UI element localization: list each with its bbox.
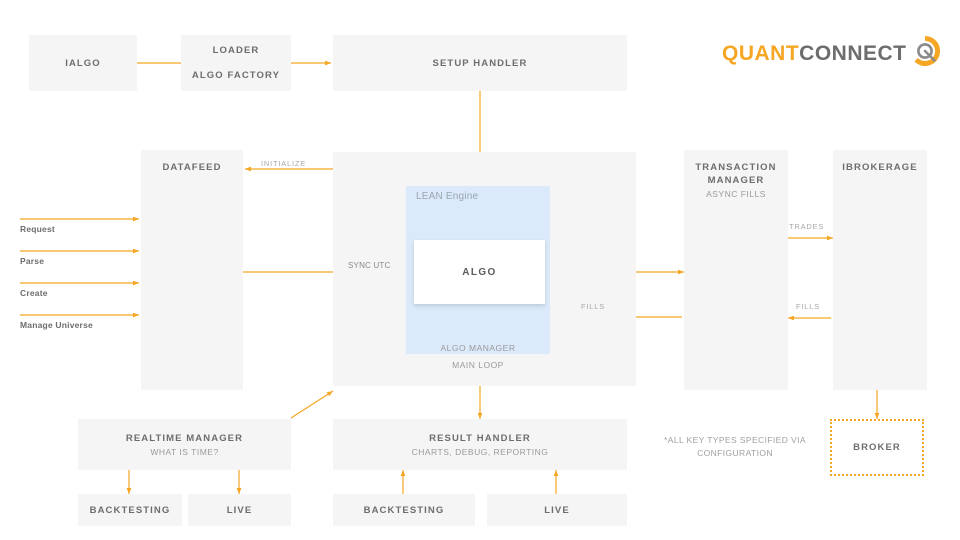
edge-realtime-to-engine [290, 390, 334, 419]
node-algo-title: ALGO [462, 266, 497, 278]
edge-label-fills-brokerage: FILLS [796, 302, 821, 311]
node-transaction-manager[interactable]: TRANSACTION MANAGER ASYNC FILLS [684, 150, 788, 390]
edge-label-fills-transaction: FILLS [581, 302, 606, 311]
node-datafeed[interactable]: DATAFEED [141, 150, 243, 390]
node-realtime-live[interactable]: LIVE [188, 494, 291, 526]
input-label-request: Request [20, 224, 55, 234]
quantconnect-mark-icon [910, 35, 940, 71]
node-result-backtesting[interactable]: BACKTESTING [333, 494, 475, 526]
node-result-live[interactable]: LIVE [487, 494, 627, 526]
node-realtime-backtesting-title: BACKTESTING [89, 504, 171, 516]
input-label-parse: Parse [20, 256, 45, 266]
node-result-handler-title: RESULT HANDLER [429, 432, 531, 444]
node-result-handler[interactable]: RESULT HANDLER CHARTS, DEBUG, REPORTING [333, 419, 627, 470]
logo-quant-text: QUANT [722, 42, 800, 65]
node-ibrokerage[interactable]: IBROKERAGE [833, 150, 927, 390]
main-loop-label: MAIN LOOP [452, 360, 504, 370]
node-loader-algo-factory[interactable]: LOADER ALGO FACTORY [181, 35, 291, 91]
node-setup-handler-title: SETUP HANDLER [432, 57, 528, 69]
node-algo-factory-title: ALGO FACTORY [191, 70, 281, 81]
footnote-text: *ALL KEY TYPES SPECIFIED VIA CONFIGURATI… [664, 435, 806, 458]
node-ialgo[interactable]: IALGO [29, 35, 137, 91]
node-broker-title: BROKER [853, 442, 901, 453]
lean-engine-label: LEAN Engine [416, 191, 479, 202]
node-realtime-manager-title: REALTIME MANAGER [125, 432, 244, 444]
node-setup-handler[interactable]: SETUP HANDLER [333, 35, 627, 91]
node-broker[interactable]: BROKER [830, 419, 924, 476]
node-ibrokerage-title: IBROKERAGE [842, 162, 918, 173]
input-label-create: Create [20, 288, 48, 298]
node-realtime-manager-sub: WHAT IS TIME? [150, 446, 219, 457]
node-ialgo-title: IALGO [65, 57, 101, 69]
quantconnect-logo: QUANTCONNECT [722, 35, 940, 71]
node-result-live-title: LIVE [544, 504, 570, 516]
edge-label-sync-utc: SYNC UTC [348, 261, 391, 270]
node-loader-title: LOADER [212, 45, 260, 56]
node-datafeed-title: DATAFEED [162, 162, 222, 173]
node-realtime-manager[interactable]: REALTIME MANAGER WHAT IS TIME? [78, 419, 291, 470]
logo-wordmark: QUANTCONNECT [722, 43, 907, 64]
node-realtime-backtesting[interactable]: BACKTESTING [78, 494, 182, 526]
input-label-manage-universe: Manage Universe [20, 320, 93, 330]
node-result-handler-sub: CHARTS, DEBUG, REPORTING [411, 446, 549, 457]
edge-label-trades: TRADES [789, 222, 825, 231]
node-result-backtesting-title: BACKTESTING [363, 504, 445, 516]
logo-connect-text: CONNECT [799, 42, 907, 65]
edge-label-initialize: INITIALIZE [261, 159, 307, 168]
algo-manager-label: ALGO MANAGER [440, 343, 516, 353]
node-realtime-live-title: LIVE [226, 504, 253, 516]
node-algo[interactable]: ALGO [414, 240, 545, 304]
node-transaction-manager-sub: ASYNC FILLS [706, 189, 766, 199]
node-transaction-manager-title: TRANSACTION MANAGER [695, 162, 777, 186]
